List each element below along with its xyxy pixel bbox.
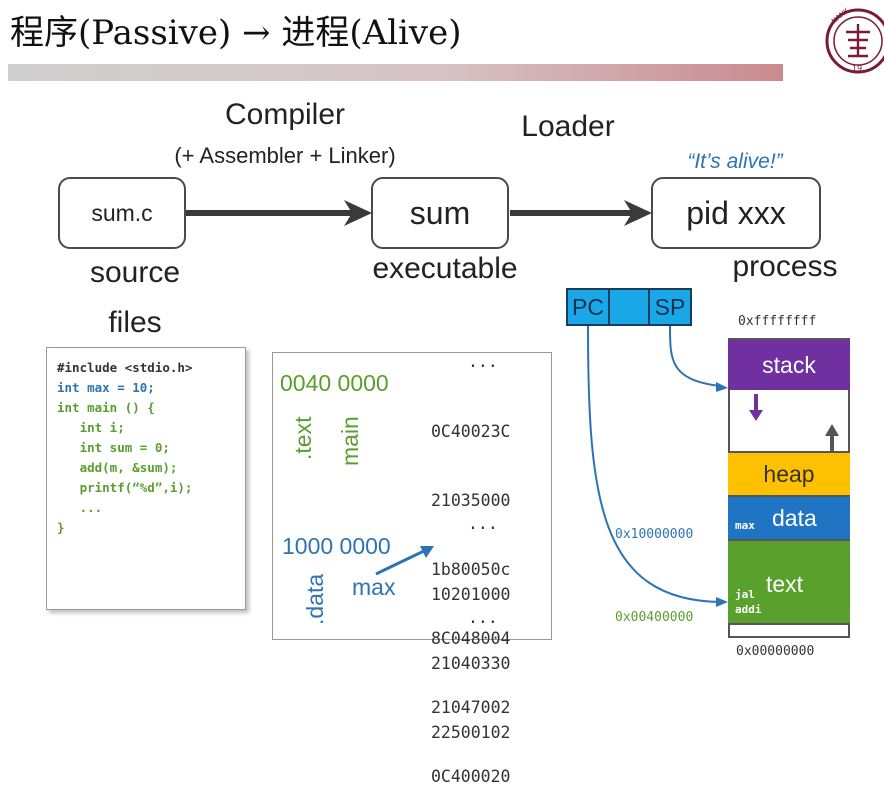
main-label: main <box>337 416 363 466</box>
max-label: max <box>352 574 396 600</box>
code-line: ... <box>57 500 103 515</box>
address-data: 0x10000000 <box>615 527 694 542</box>
hex-dots-mid: ... <box>468 514 498 533</box>
slide-title: 程序(Passive) → 进程(Alive) <box>10 13 462 53</box>
svg-text:19: 19 <box>852 64 862 73</box>
executable-caption: executable <box>372 252 518 285</box>
compiler-sublabel: (+ Assembler + Linker) <box>174 143 396 168</box>
compile-arrowhead <box>344 200 372 226</box>
data-max-label: max <box>735 519 755 532</box>
hex-word: 0C400020 <box>431 767 511 786</box>
stack-segment: stack <box>728 340 850 390</box>
text-address: 0040 0000 <box>280 370 389 396</box>
svg-text:NANK: NANK <box>830 6 851 25</box>
data-segment-label: .data <box>302 573 328 625</box>
heap-segment: heap <box>728 451 850 495</box>
source-code-panel: #include <stdio.h> int max = 10; int mai… <box>46 347 246 610</box>
code-line: int max = 10; <box>57 380 155 395</box>
code-line: add(m, &sum); <box>57 460 178 475</box>
compiler-label: Compiler <box>224 98 346 131</box>
data-segment-label: data <box>772 505 817 531</box>
executable-box: sum <box>371 177 509 249</box>
code-line: #include <stdio.h> <box>57 360 193 375</box>
address-text: 0x00400000 <box>615 610 694 625</box>
process-caption: process <box>732 250 838 283</box>
hex-word: 21040330 <box>431 654 511 673</box>
hex-word: 10201000 <box>431 585 511 604</box>
hex-dots-bottom: ... <box>468 608 498 627</box>
source-caption-1: source <box>89 256 181 289</box>
pc-pointer <box>587 325 721 603</box>
address-top: 0xffffffff <box>738 314 817 329</box>
text-segment: jal addi text <box>728 539 850 625</box>
hex-word: 21035000 <box>431 491 511 510</box>
register-sp: SP <box>648 288 692 326</box>
hex-dots-top: ... <box>468 352 498 371</box>
register-pc: PC <box>566 288 610 326</box>
code-line: printf(“%d”,i); <box>57 480 193 495</box>
hex-word: 8C048004 <box>431 629 511 648</box>
pointer-arrows <box>587 325 839 607</box>
data-address: 1000 0000 <box>282 533 391 559</box>
process-box: pid xxx <box>651 177 821 249</box>
code-line: } <box>57 520 65 535</box>
source-caption-2: files <box>108 306 162 339</box>
sp-pointer <box>669 325 721 387</box>
university-seal-icon: NANK 19 <box>825 6 884 74</box>
pipeline-arrows <box>186 200 652 226</box>
hex-word: 0C40023C <box>431 422 511 441</box>
alive-note: “It’s alive!” <box>687 150 783 173</box>
text-jal-label: jal <box>735 588 755 601</box>
text-segment-label: .text <box>290 416 316 460</box>
hex-word: 22500102 <box>431 723 511 742</box>
loader-label: Loader <box>521 110 615 143</box>
executable-panel <box>272 352 552 640</box>
load-arrowhead <box>624 200 652 226</box>
max-pointer-arrow <box>375 546 434 576</box>
text-segment-label: text <box>766 571 804 597</box>
text-addi-label: addi <box>735 603 762 616</box>
hex-data-list: 10201000 21040330 22500102 <box>431 537 510 767</box>
hex-word: 1b80050c <box>431 560 511 579</box>
code-line: int main () { <box>57 400 155 415</box>
source-file-box: sum.c <box>58 177 186 249</box>
code-line: int i; <box>57 420 125 435</box>
data-segment: max data <box>728 495 850 539</box>
address-bottom: 0x00000000 <box>736 644 815 659</box>
code-line: int sum = 0; <box>57 440 170 455</box>
title-underline-bar <box>8 64 783 81</box>
